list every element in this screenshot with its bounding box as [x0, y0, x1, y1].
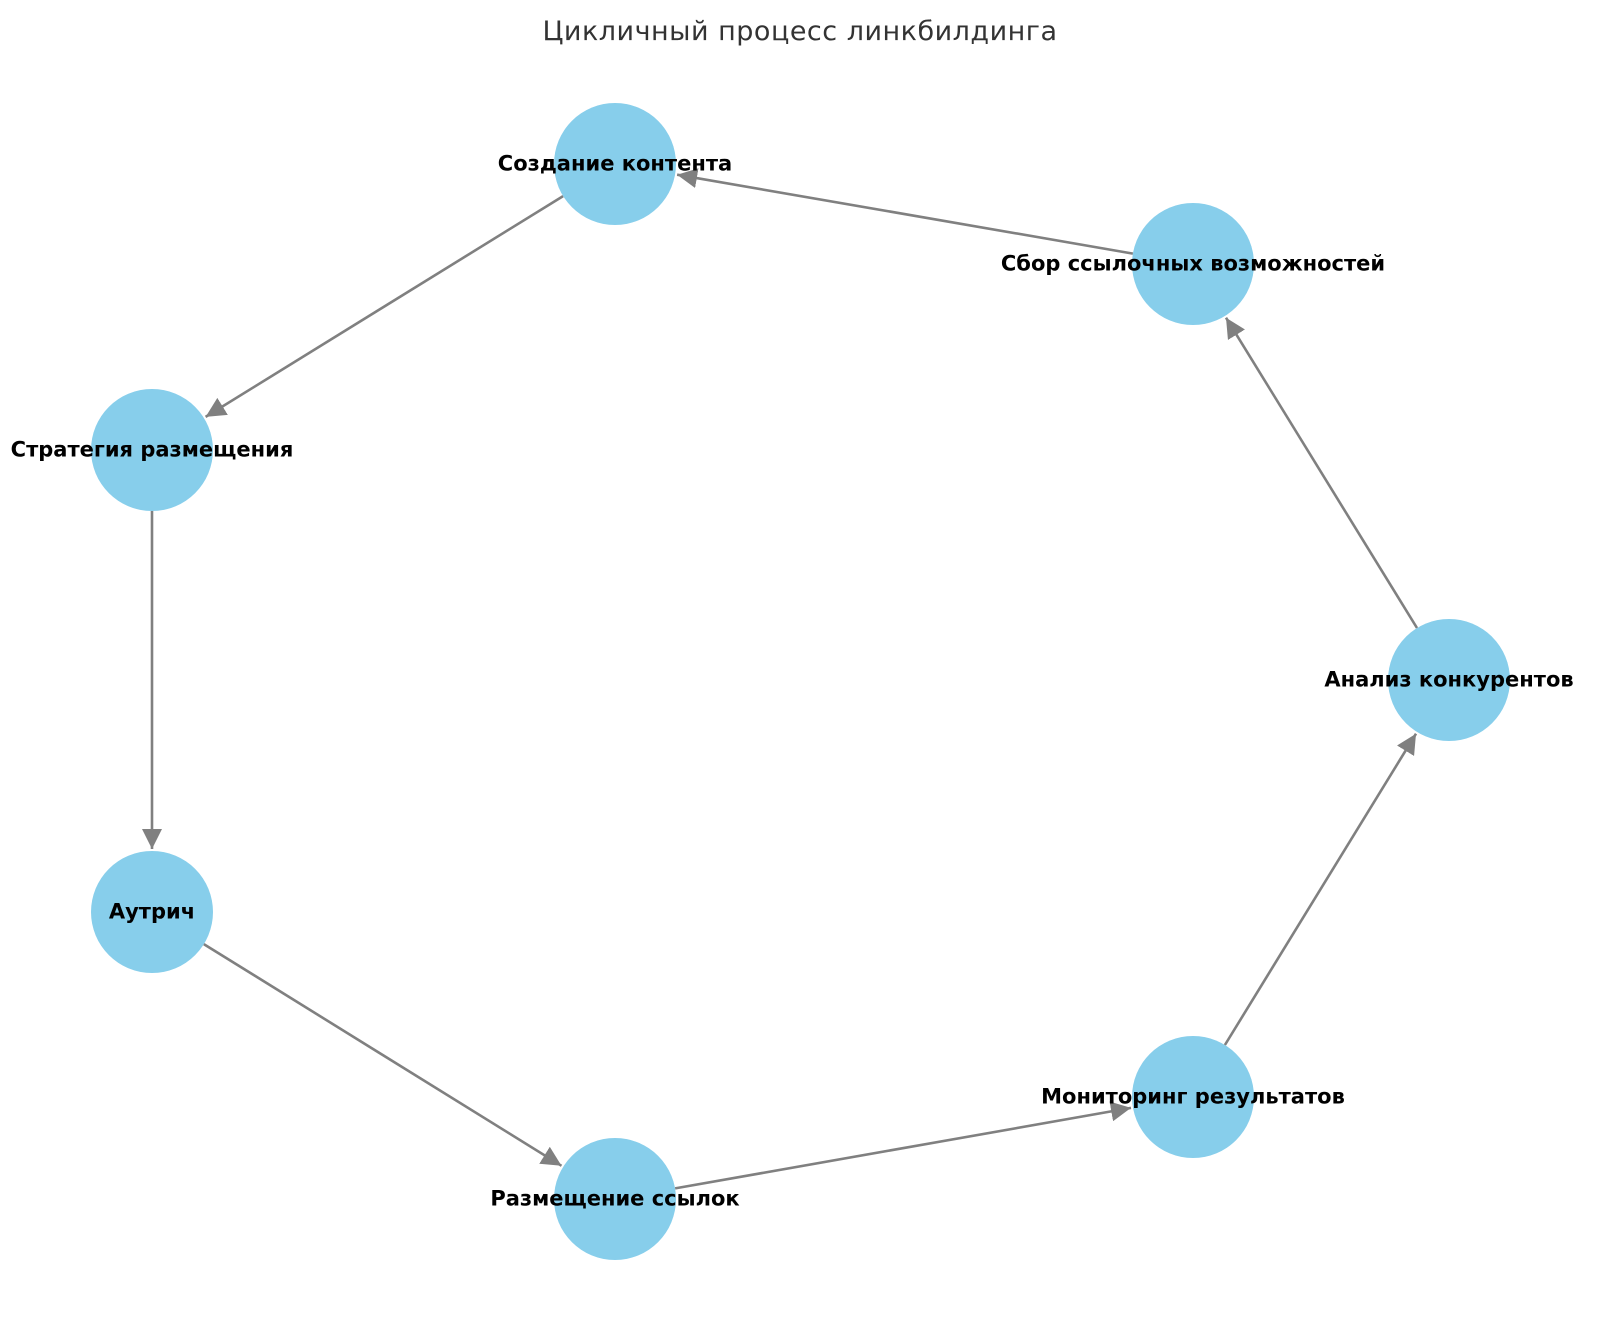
edge-sozdanie-kontenta-to-strategiya-razmeshcheniya: [204, 194, 564, 419]
node-strategiya-razmeshcheniya: [91, 389, 213, 511]
edge-sbor-vozmozhnostey-to-sozdanie-kontenta: [676, 168, 1134, 255]
node-label-sbor-vozmozhnostey: Сбор ссылочных возможностей: [1000, 251, 1386, 276]
node-label-sozdanie-kontenta: Создание контента: [497, 151, 733, 176]
node-autrich: [91, 851, 213, 973]
node-monitoring-rezultatov: [1132, 1036, 1254, 1158]
node-analiz-konkurentov: [1388, 619, 1510, 741]
node-sbor-vozmozhnostey: [1132, 203, 1254, 325]
diagram-title: Цикличный процесс линкбилдинга: [542, 16, 1058, 47]
edge-razmeshchenie-ssylok-to-monitoring-rezultatov: [674, 1101, 1132, 1190]
edge-analiz-konkurentov-to-sbor-vozmozhnostey: [1224, 317, 1419, 629]
edge-autrich-to-razmeshchenie-ssylok: [203, 942, 563, 1167]
node-label-strategiya-razmeshcheniya: Стратегия размещения: [10, 437, 294, 462]
node-label-autrich: Аутрич: [108, 899, 196, 924]
edge-monitoring-rezultatov-to-analiz-konkurentov: [1223, 733, 1418, 1046]
node-label-monitoring-rezultatov: Мониторинг результатов: [1041, 1084, 1345, 1109]
node-sozdanie-kontenta: [554, 103, 676, 225]
node-label-analiz-konkurentov: Анализ конкурентов: [1324, 667, 1574, 692]
node-razmeshchenie-ssylok: [554, 1138, 676, 1260]
node-label-razmeshchenie-ssylok: Размещение ссылок: [490, 1186, 740, 1211]
